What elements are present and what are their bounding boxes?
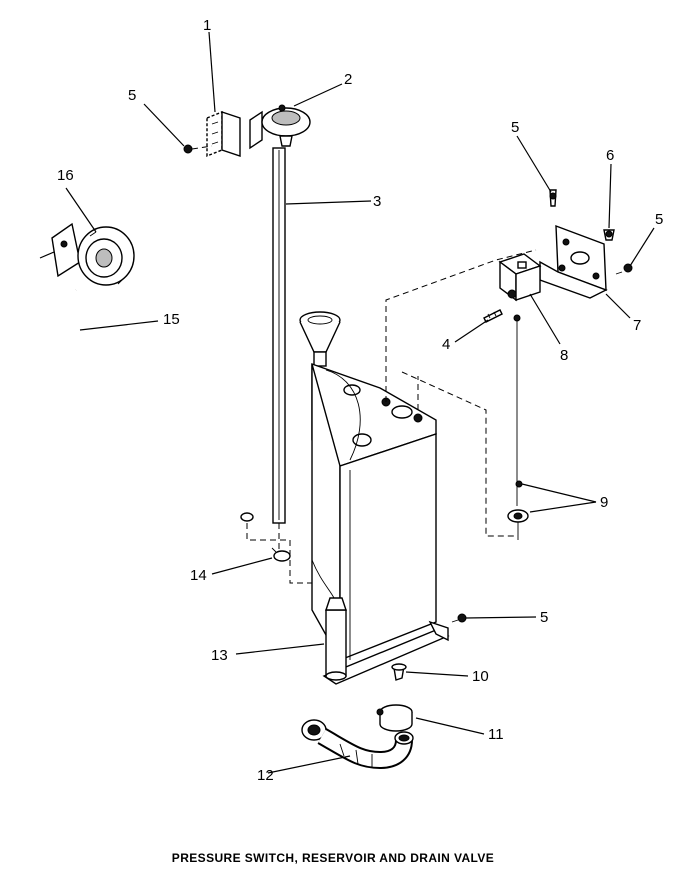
callout-12: 12 xyxy=(257,767,274,784)
part-5-screw-c xyxy=(615,263,633,275)
callout-9: 9 xyxy=(600,494,608,511)
callout-6: 6 xyxy=(606,147,614,164)
part-5-screw-b xyxy=(549,189,557,207)
callout-5b: 5 xyxy=(511,119,519,136)
callout-4: 4 xyxy=(442,336,450,353)
callout-16: 16 xyxy=(57,167,74,184)
callout-8: 8 xyxy=(560,347,568,364)
part-15-hose xyxy=(58,287,254,522)
part-4-screw xyxy=(483,309,503,323)
part-14-clamp xyxy=(271,547,291,562)
part-11-clamp xyxy=(376,704,413,732)
part-2-pressure-switch xyxy=(249,104,311,150)
callout-1: 1 xyxy=(203,17,211,34)
part-7-bracket xyxy=(539,224,608,299)
part-5-screw-d xyxy=(451,613,467,623)
callout-15: 15 xyxy=(163,311,180,328)
callout-2: 2 xyxy=(344,71,352,88)
callouts: 1 2 3 5 16 15 5 6 5 7 4 8 9 5 10 11 12 1… xyxy=(57,17,663,784)
part-16-pressure-switch xyxy=(39,222,135,286)
part-12-drain-hose xyxy=(301,719,414,770)
part-10-grommet xyxy=(391,663,407,681)
part-9-linkage xyxy=(507,314,529,540)
leader-lines xyxy=(65,31,655,774)
valve-connection-a xyxy=(385,249,537,402)
callout-5d: 5 xyxy=(540,609,548,626)
callout-13: 13 xyxy=(211,647,228,664)
part-3-tube xyxy=(272,147,286,524)
part-6-screw xyxy=(603,229,615,241)
callout-10: 10 xyxy=(472,668,489,685)
callout-14: 14 xyxy=(190,567,207,584)
valve-connection-b xyxy=(401,371,518,537)
callout-5c: 5 xyxy=(655,211,663,228)
reservoir xyxy=(299,311,450,685)
callout-5a: 5 xyxy=(128,87,136,104)
callout-11: 11 xyxy=(488,726,504,743)
part-1-bracket xyxy=(206,110,241,158)
part-13-drain-valve xyxy=(311,559,347,681)
part-5-screw-a xyxy=(183,144,213,154)
callout-7: 7 xyxy=(633,317,641,334)
part-8-solenoid xyxy=(498,253,542,302)
callout-3: 3 xyxy=(373,193,381,210)
diagram-caption: PRESSURE SWITCH, RESERVOIR AND DRAIN VAL… xyxy=(172,851,494,865)
